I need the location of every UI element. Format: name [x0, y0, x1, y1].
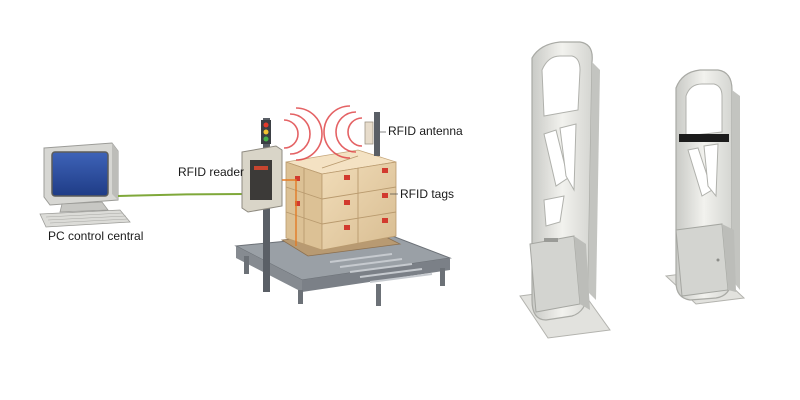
rfid-antenna-label: RFID antenna [388, 124, 463, 138]
rfid-tags-label: RFID tags [400, 187, 455, 201]
black-label-strip [679, 134, 729, 142]
computer-icon [39, 142, 131, 228]
security-gate-small [664, 69, 746, 305]
rfid-reader-icon [241, 118, 297, 292]
pc-control-central-label: PC control central [48, 229, 144, 243]
rfid-antenna-icon [364, 112, 380, 156]
rfid-tags [295, 168, 388, 230]
monitor-screen [51, 151, 109, 197]
data-cable [117, 193, 247, 197]
cargo-boxes [285, 149, 397, 251]
signal-waves-reader [283, 107, 323, 161]
rfid-reader-label: RFID reader [178, 165, 245, 179]
signal-waves-antenna [323, 105, 363, 159]
keyboard [39, 209, 131, 228]
security-gate-large [519, 41, 611, 339]
